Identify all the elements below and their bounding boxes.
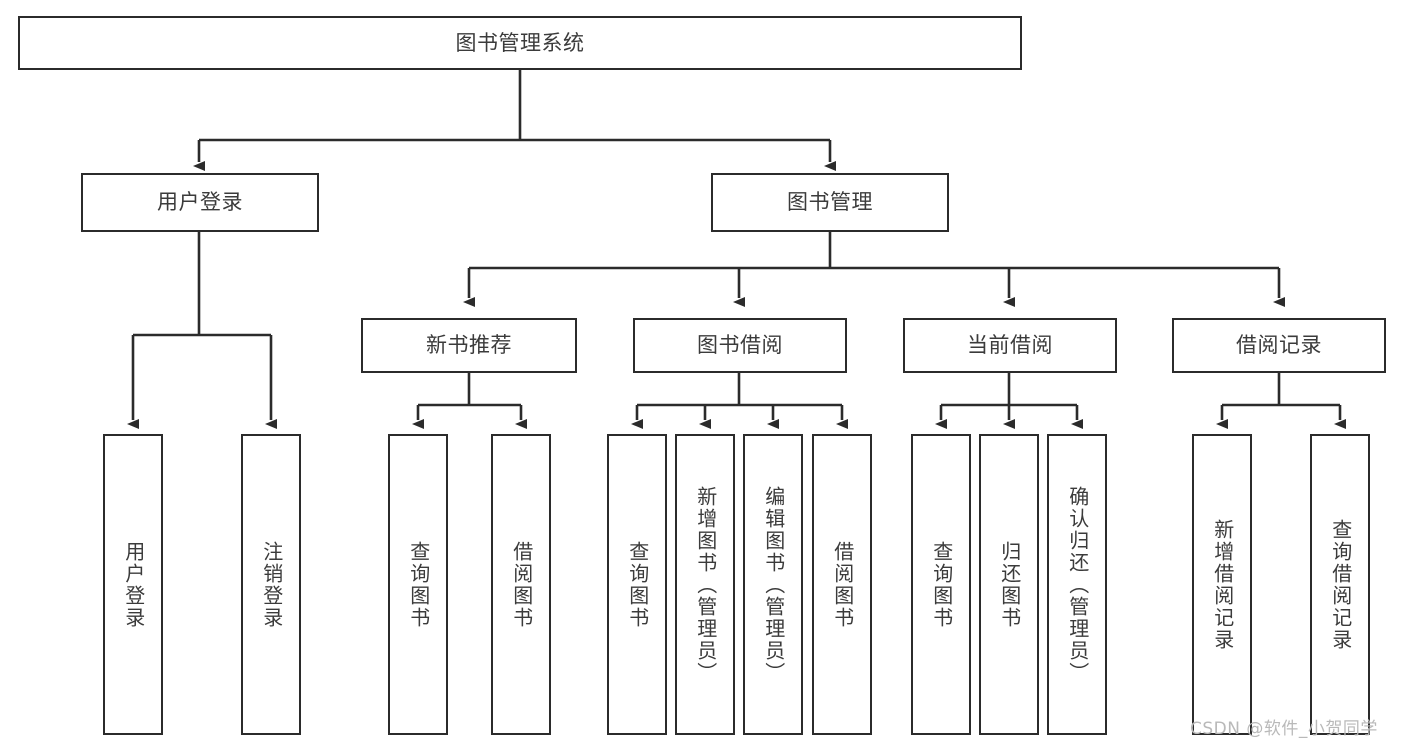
leaf-current-query-book[interactable]: 查询图书: [911, 434, 971, 735]
leaf-borrow-add-book-admin-label: 新增图书（管理员）: [693, 485, 718, 684]
leaf-borrow-add-book-admin[interactable]: 新增图书（管理员）: [675, 434, 735, 735]
leaf-record-add-record[interactable]: 新增借阅记录: [1192, 434, 1252, 735]
leaf-recommend-borrow-book-label: 借阅图书: [509, 540, 534, 629]
leaf-recommend-borrow-book[interactable]: 借阅图书: [491, 434, 551, 735]
leaf-borrow-borrow-book[interactable]: 借阅图书: [812, 434, 872, 735]
leaf-borrow-edit-book-admin-label: 编辑图书（管理员）: [761, 485, 786, 684]
csdn-watermark: CSDN @软件_小贺同学: [1190, 719, 1378, 739]
leaf-borrow-query-book-label: 查询图书: [625, 540, 650, 629]
node-root[interactable]: 图书管理系统: [18, 16, 1022, 70]
leaf-current-confirm-return-admin[interactable]: 确认归还（管理员）: [1047, 434, 1107, 735]
leaf-borrow-query-book[interactable]: 查询图书: [607, 434, 667, 735]
leaf-user-login[interactable]: 用户登录: [103, 434, 163, 735]
node-book-management[interactable]: 图书管理: [711, 173, 949, 232]
node-current-borrow-label: 当前借阅: [967, 333, 1053, 358]
leaf-logout[interactable]: 注销登录: [241, 434, 301, 735]
node-new-book-recommend[interactable]: 新书推荐: [361, 318, 577, 373]
node-book-management-label: 图书管理: [787, 190, 873, 215]
leaf-recommend-query-book-label: 查询图书: [406, 540, 431, 629]
leaf-record-add-record-label: 新增借阅记录: [1210, 518, 1235, 651]
node-current-borrow[interactable]: 当前借阅: [903, 318, 1117, 373]
leaf-borrow-edit-book-admin[interactable]: 编辑图书（管理员）: [743, 434, 803, 735]
leaf-current-query-book-label: 查询图书: [929, 540, 954, 629]
leaf-record-query-record[interactable]: 查询借阅记录: [1310, 434, 1370, 735]
leaf-borrow-borrow-book-label: 借阅图书: [830, 540, 855, 629]
leaf-recommend-query-book[interactable]: 查询图书: [388, 434, 448, 735]
leaf-record-query-record-label: 查询借阅记录: [1328, 518, 1353, 651]
node-root-label: 图书管理系统: [455, 30, 585, 55]
node-borrow-record-label: 借阅记录: [1236, 333, 1322, 358]
leaf-current-return-book[interactable]: 归还图书: [979, 434, 1039, 735]
node-user-login[interactable]: 用户登录: [81, 173, 319, 232]
leaf-current-confirm-return-admin-label: 确认归还（管理员）: [1065, 485, 1090, 684]
node-book-borrow[interactable]: 图书借阅: [633, 318, 847, 373]
leaf-logout-label: 注销登录: [259, 540, 284, 629]
node-user-login-label: 用户登录: [157, 190, 243, 215]
node-borrow-record[interactable]: 借阅记录: [1172, 318, 1386, 373]
node-new-book-recommend-label: 新书推荐: [426, 333, 512, 358]
leaf-current-return-book-label: 归还图书: [997, 540, 1022, 629]
node-book-borrow-label: 图书借阅: [697, 333, 783, 358]
leaf-user-login-label: 用户登录: [121, 540, 146, 629]
